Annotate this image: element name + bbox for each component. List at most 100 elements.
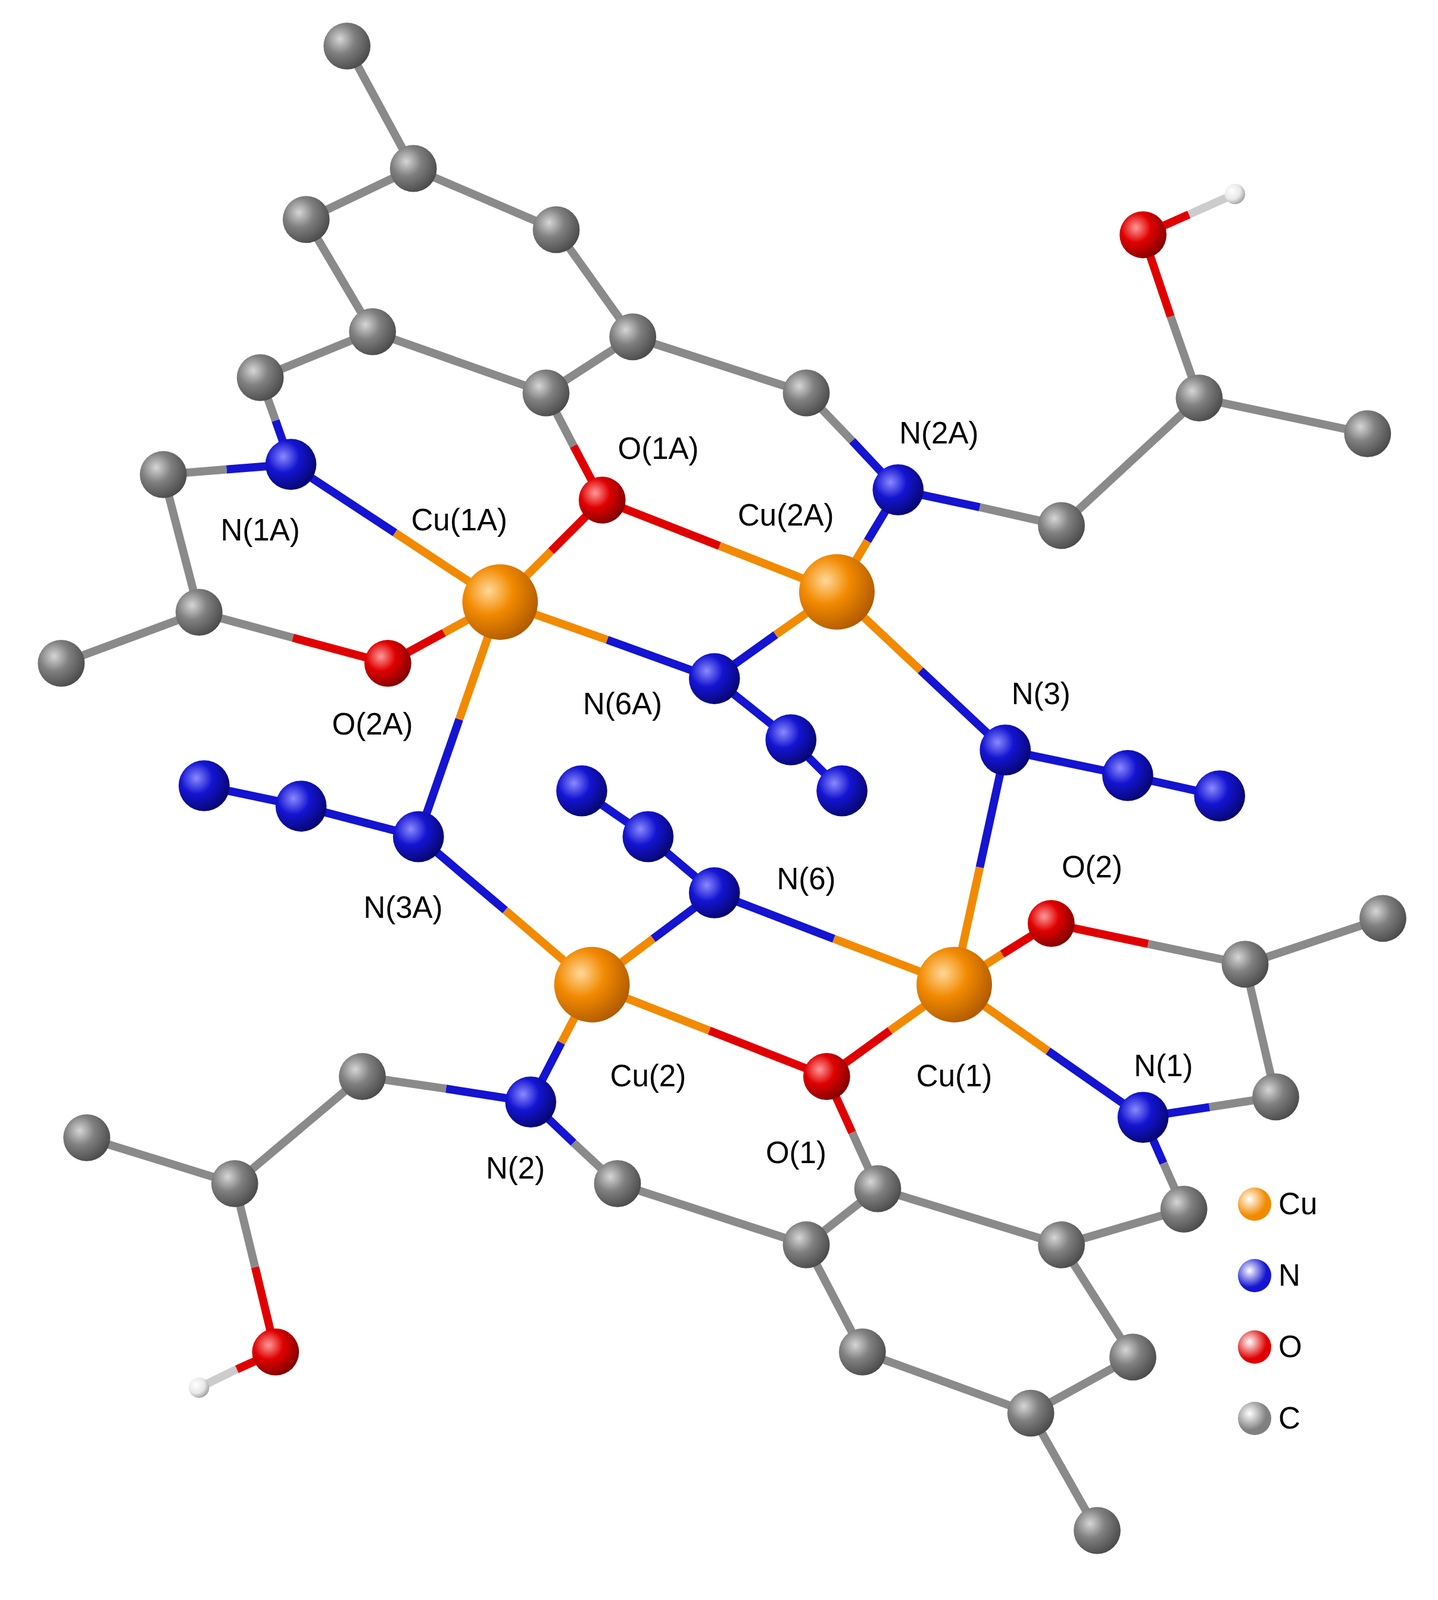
atom-sphere [838, 1329, 887, 1377]
atom-sphere [1193, 770, 1246, 822]
atom-sphere [211, 1160, 259, 1208]
atom-label: Cu(2A) [735, 498, 837, 533]
atom-sphere [1102, 750, 1154, 802]
atom-sphere [236, 354, 285, 402]
atom-sphere [1117, 1092, 1169, 1144]
atom-sphere [178, 760, 230, 812]
atom-sphere [783, 369, 831, 417]
atom-sphere [1252, 1073, 1300, 1121]
atom-sphere [175, 588, 223, 636]
atom-label: Cu(2) [607, 1059, 689, 1094]
bond-line [877, 1189, 1062, 1246]
atom-sphere [765, 714, 817, 766]
atom-sphere [265, 438, 317, 491]
atom-label: Cu(1A) [409, 503, 511, 538]
atom-sphere [622, 811, 675, 863]
atom-sphere [609, 313, 657, 361]
atom-label: O(1A) [615, 432, 702, 466]
atom-sphere [979, 724, 1031, 776]
atom-group [178, 438, 1246, 1144]
atom-label: N(1) [1131, 1049, 1196, 1084]
atom-sphere [854, 1165, 902, 1213]
legend-swatch [1237, 1187, 1272, 1222]
atom-label: O(2) [1059, 850, 1125, 885]
legend-swatch [1237, 1259, 1272, 1293]
atom-sphere [1176, 374, 1224, 422]
atom-sphere [275, 780, 327, 832]
atom-group [37, 22, 1406, 1555]
atom-sphere [1160, 1186, 1208, 1234]
atom-group [251, 211, 1167, 1377]
atom-sphere [532, 206, 580, 254]
atom-sphere [799, 554, 875, 630]
bond-line [1061, 398, 1200, 526]
atom-sphere [1073, 1507, 1121, 1555]
atom-sphere [1037, 502, 1085, 550]
bond-line [632, 337, 807, 393]
legend: CuNOC [1237, 1168, 1318, 1455]
atom-sphere [578, 476, 626, 524]
atom-label: N(2) [483, 1151, 548, 1185]
atom-label: N(6A) [580, 687, 665, 722]
atom-sphere [392, 811, 445, 863]
atom-sphere [1224, 183, 1246, 205]
atom-sphere [338, 1053, 386, 1101]
atom-sphere [916, 947, 993, 1023]
atom-group [61, 45, 1384, 1531]
atom-sphere [816, 765, 868, 817]
atom-group [462, 554, 993, 1023]
atom-sphere [63, 1114, 111, 1162]
legend-row: Cu [1237, 1168, 1318, 1241]
atom-sphere [462, 564, 538, 641]
atom-sphere [783, 1221, 831, 1269]
atom-sphere [803, 1053, 851, 1101]
atom-sphere [282, 195, 330, 243]
atom-sphere [1119, 211, 1167, 259]
atom-sphere [364, 640, 412, 688]
atom-sphere [323, 22, 371, 70]
legend-text: N [1278, 1258, 1301, 1294]
atom-sphere [1037, 1221, 1085, 1269]
atom-label: N(3) [1009, 677, 1073, 711]
bond-line [1199, 398, 1368, 435]
atom-sphere [504, 1076, 557, 1128]
atom-sphere [390, 145, 438, 193]
legend-swatch [1237, 1330, 1272, 1365]
atom-sphere [188, 1377, 210, 1399]
atom-sphere [556, 765, 608, 817]
atom-label: O(1) [763, 1136, 829, 1171]
atom-sphere [251, 1329, 299, 1377]
atom-sphere [139, 451, 187, 499]
atom-sphere [688, 653, 741, 705]
atom-sphere [1359, 894, 1407, 942]
atom-sphere [522, 369, 570, 417]
atom-group [204, 678, 1220, 894]
atom-label: N(3A) [360, 891, 445, 925]
atom-sphere [688, 867, 741, 919]
atom-group [188, 183, 1246, 1399]
legend-text: O [1278, 1329, 1303, 1365]
legend-swatch [1237, 1402, 1272, 1436]
legend-row: C [1237, 1383, 1318, 1455]
atom-sphere [1109, 1333, 1157, 1381]
legend-text: C [1278, 1401, 1301, 1437]
legend-text: Cu [1278, 1186, 1318, 1222]
atom-label: N(6) [774, 862, 838, 897]
atom-label: N(1A) [217, 513, 302, 548]
atom-sphere [594, 1160, 642, 1208]
atom-label: Cu(1) [914, 1059, 995, 1094]
atom-sphere [1027, 900, 1075, 948]
atom-sphere [872, 464, 924, 516]
atom-label: O(2A) [329, 707, 416, 742]
bond-line [372, 331, 547, 393]
atom-label: N(2A) [896, 416, 981, 451]
legend-row: O [1237, 1311, 1318, 1384]
legend-row: N [1237, 1240, 1318, 1312]
atom-sphere [1007, 1390, 1055, 1438]
atom-sphere [1221, 941, 1269, 989]
bond-line [862, 1352, 1031, 1414]
atom-sphere [1343, 410, 1391, 458]
bond-line [617, 1183, 807, 1246]
